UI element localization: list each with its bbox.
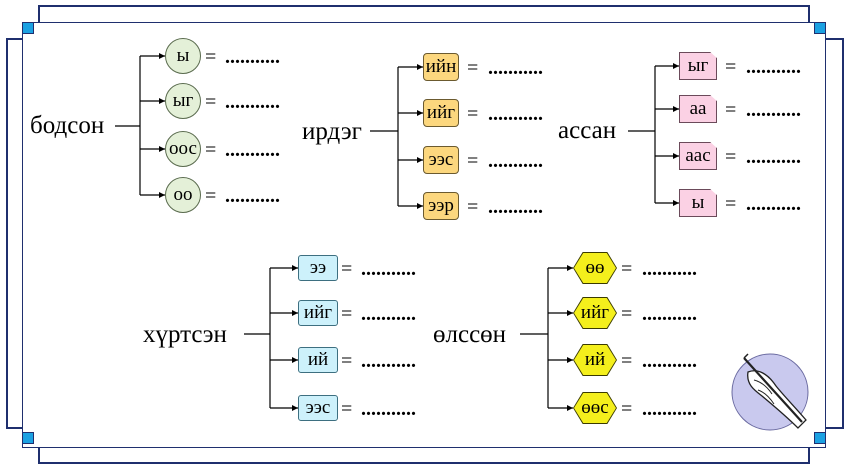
suffix-2-4: ээр xyxy=(423,192,459,220)
answer-blank-1-2[interactable]: ........... xyxy=(225,91,280,113)
worksheet-panel xyxy=(22,22,826,448)
suffix-5-2: ийг xyxy=(573,297,617,329)
answer-blank-3-4[interactable]: ........... xyxy=(746,193,801,215)
suffix-1-3: оос xyxy=(165,131,201,167)
suffix-4-1: ээ xyxy=(298,255,338,281)
suffix-5-1-label: өө xyxy=(574,253,616,283)
equals-3-3: = xyxy=(725,146,737,168)
equals-1-1: = xyxy=(205,46,217,68)
suffix-4-2: ийг xyxy=(298,300,338,326)
equals-5-3: = xyxy=(621,350,633,372)
suffix-5-3-label: ий xyxy=(574,345,616,375)
answer-blank-2-1[interactable]: ........... xyxy=(488,57,543,79)
equals-2-2: = xyxy=(467,103,479,125)
answer-blank-3-3[interactable]: ........... xyxy=(746,146,801,168)
equals-1-2: = xyxy=(205,91,217,113)
answer-blank-1-3[interactable]: ........... xyxy=(225,139,280,161)
equals-3-4: = xyxy=(725,193,737,215)
equals-2-1: = xyxy=(467,57,479,79)
suffix-1-1: ы xyxy=(165,38,201,74)
corner-square-tr xyxy=(814,22,826,34)
answer-blank-3-2[interactable]: ........... xyxy=(746,99,801,121)
root-word-5: өлссөн xyxy=(433,321,507,348)
root-word-4: хүртсэн xyxy=(143,321,227,348)
suffix-1-2: ыг xyxy=(165,83,201,119)
suffix-3-4: ы xyxy=(679,189,717,217)
equals-1-3: = xyxy=(205,139,217,161)
equals-4-3: = xyxy=(341,350,353,372)
suffix-5-1: өө xyxy=(573,252,617,284)
answer-blank-1-4[interactable]: ........... xyxy=(225,185,280,207)
answer-blank-2-2[interactable]: ........... xyxy=(488,103,543,125)
suffix-5-4-label: өөс xyxy=(574,393,616,423)
answer-blank-5-2[interactable]: ........... xyxy=(642,303,697,325)
corner-square-br xyxy=(814,432,826,444)
answer-blank-4-2[interactable]: ........... xyxy=(361,303,416,325)
answer-blank-2-4[interactable]: ........... xyxy=(488,196,543,218)
answer-blank-1-1[interactable]: ........... xyxy=(225,46,280,68)
suffix-4-3: ий xyxy=(298,347,338,373)
suffix-1-4: оо xyxy=(165,177,201,213)
equals-3-2: = xyxy=(725,99,737,121)
suffix-4-4: ээс xyxy=(298,395,338,421)
suffix-5-3: ий xyxy=(573,344,617,376)
hand-writing-icon xyxy=(731,353,809,431)
suffix-2-2: ийг xyxy=(423,99,459,127)
equals-4-4: = xyxy=(341,398,353,420)
suffix-3-3: аас xyxy=(679,142,717,170)
equals-4-2: = xyxy=(341,303,353,325)
answer-blank-3-1[interactable]: ........... xyxy=(746,56,801,78)
answer-blank-4-3[interactable]: ........... xyxy=(361,350,416,372)
equals-1-4: = xyxy=(205,185,217,207)
equals-4-1: = xyxy=(341,258,353,280)
corner-square-bl xyxy=(22,432,34,444)
answer-blank-4-4[interactable]: ........... xyxy=(361,398,416,420)
answer-blank-4-1[interactable]: ........... xyxy=(361,258,416,280)
equals-2-3: = xyxy=(467,150,479,172)
root-word-1: бодсон xyxy=(30,112,105,139)
equals-5-1: = xyxy=(621,258,633,280)
answer-blank-5-1[interactable]: ........... xyxy=(642,258,697,280)
equals-2-4: = xyxy=(467,196,479,218)
suffix-2-1: ийн xyxy=(423,53,459,81)
root-word-2: ирдэг xyxy=(302,118,362,145)
corner-square-tl xyxy=(22,22,34,34)
answer-blank-5-4[interactable]: ........... xyxy=(642,398,697,420)
suffix-3-2: аа xyxy=(679,95,717,123)
equals-5-2: = xyxy=(621,303,633,325)
suffix-2-3: ээс xyxy=(423,146,459,174)
root-word-3: ассан xyxy=(558,117,617,144)
equals-3-1: = xyxy=(725,56,737,78)
answer-blank-5-3[interactable]: ........... xyxy=(642,350,697,372)
suffix-5-4: өөс xyxy=(573,392,617,424)
suffix-3-1: ыг xyxy=(679,52,717,80)
answer-blank-2-3[interactable]: ........... xyxy=(488,150,543,172)
suffix-5-2-label: ийг xyxy=(574,298,616,328)
equals-5-4: = xyxy=(621,398,633,420)
